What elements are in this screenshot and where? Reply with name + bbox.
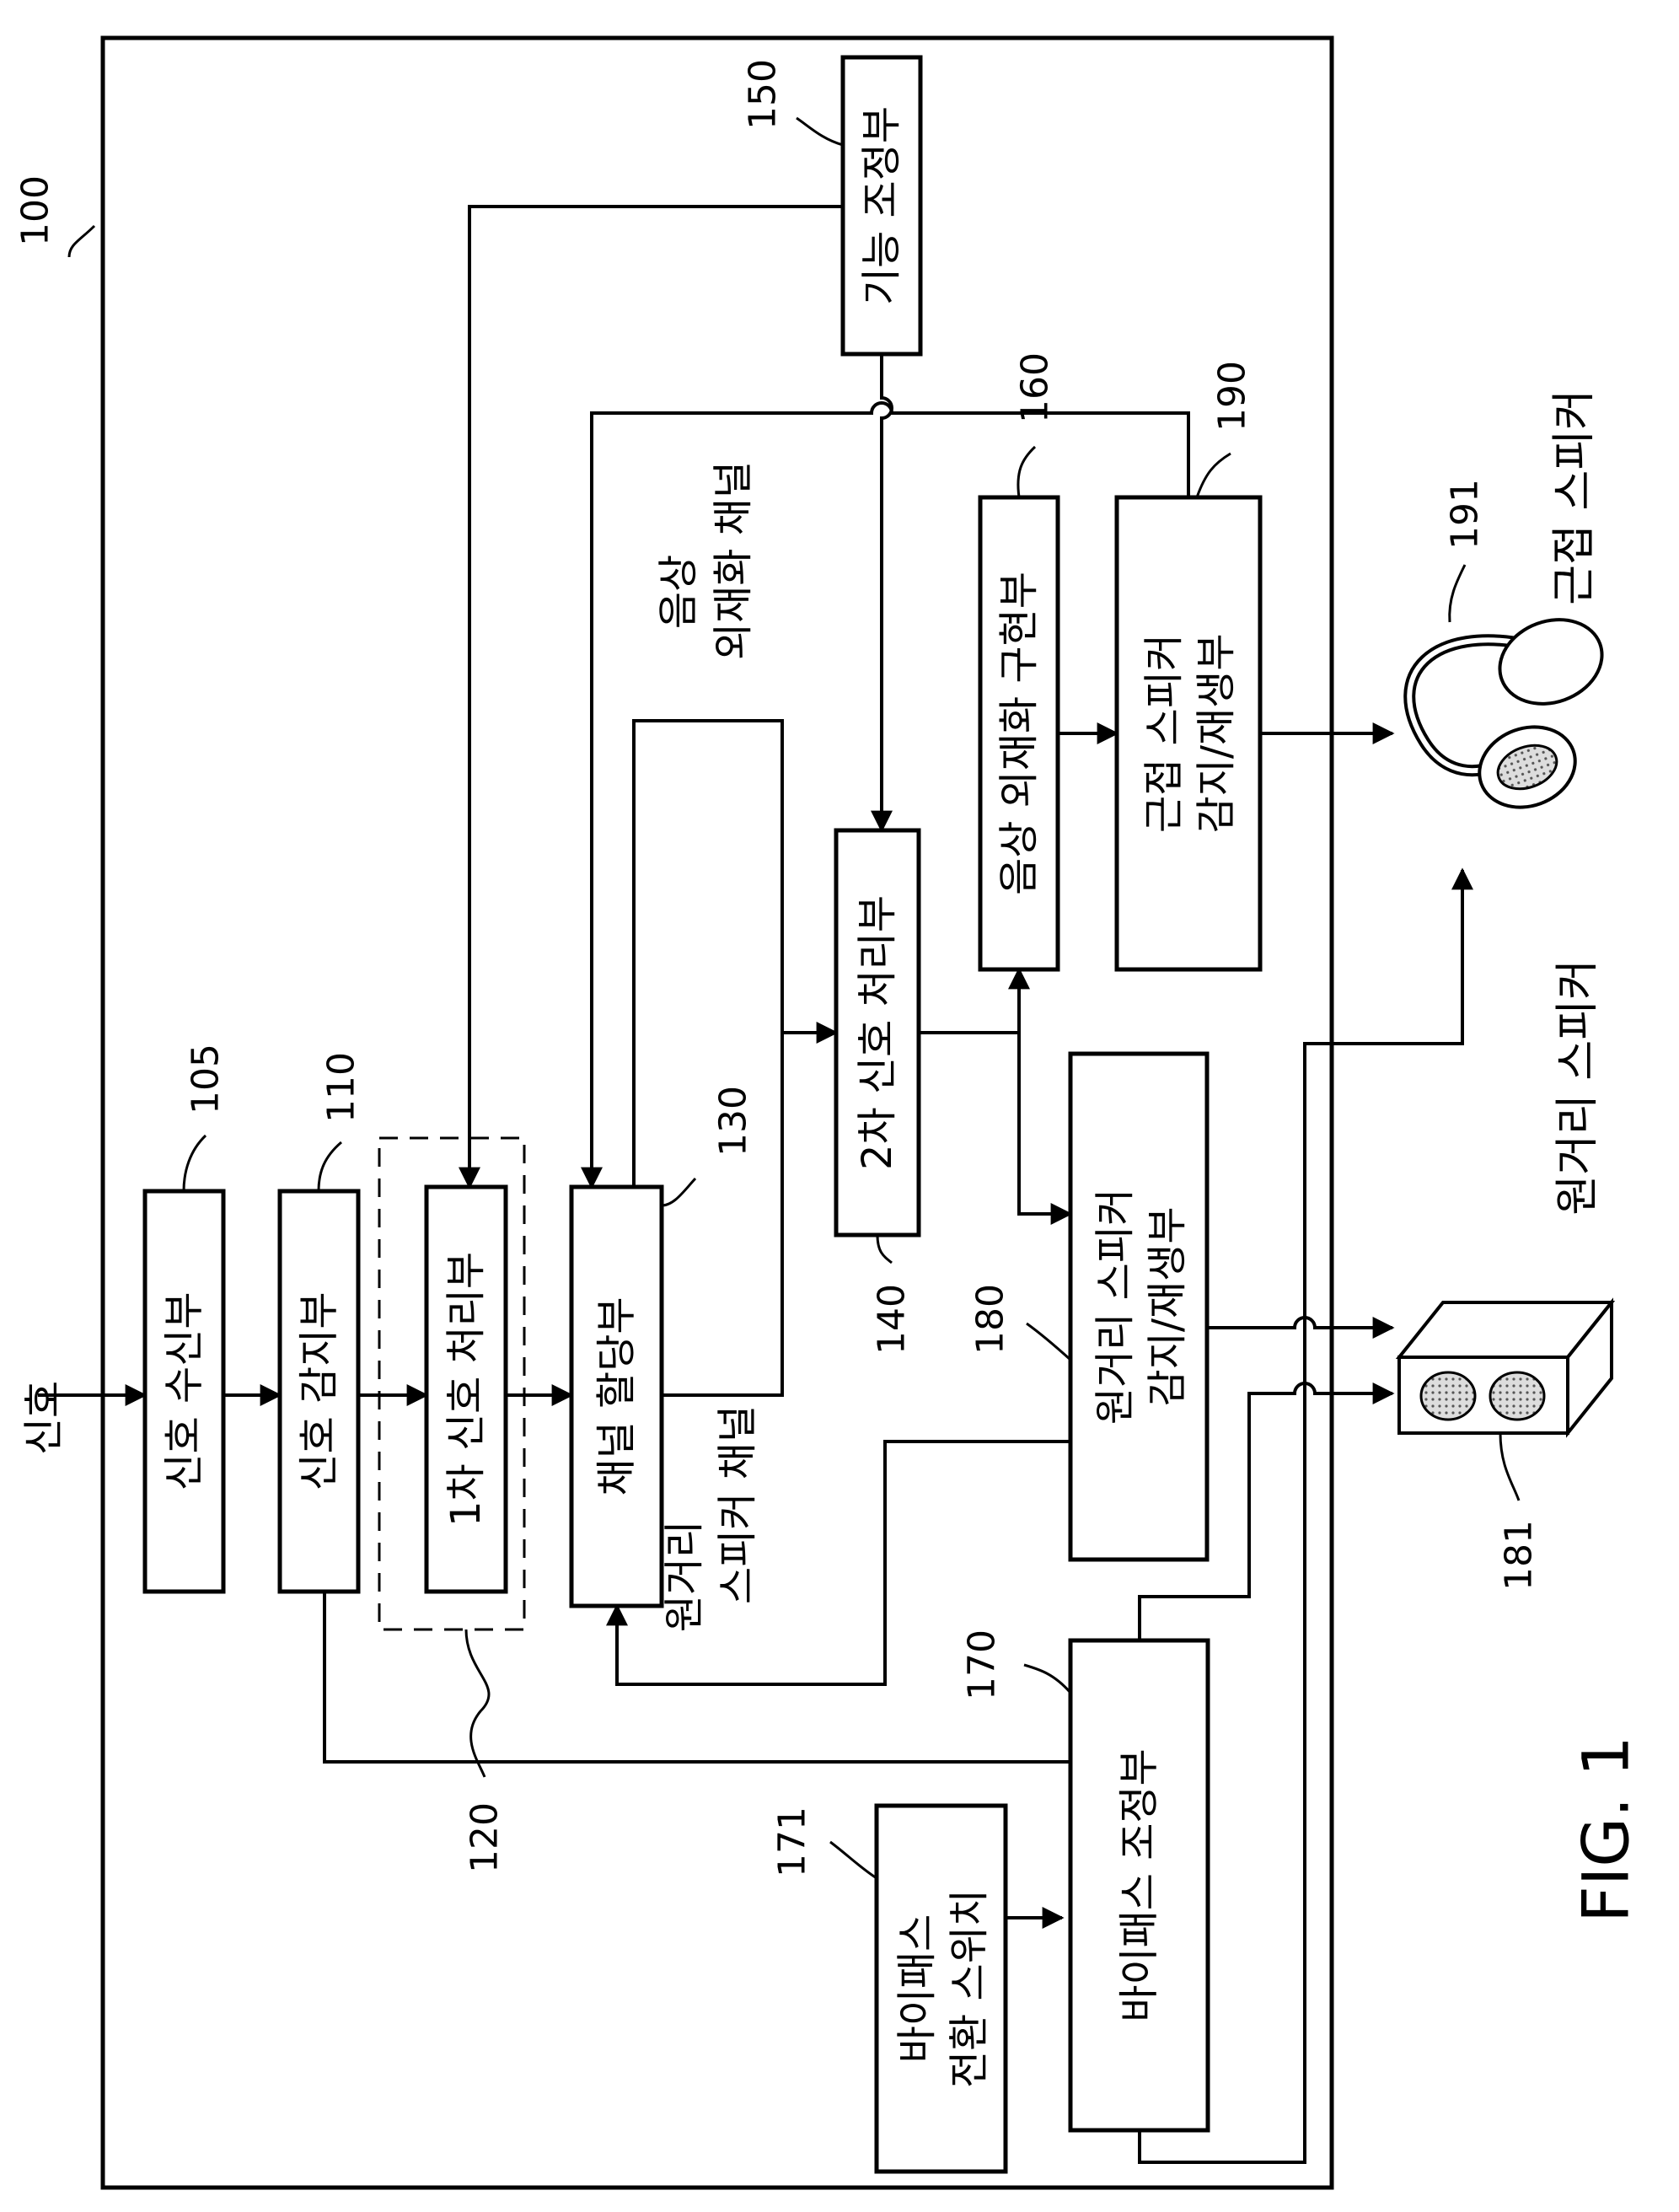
- ref-130: 130: [712, 1086, 755, 1157]
- ref-leaders: [69, 118, 1519, 1878]
- block-function-adjuster: 기능 조정부: [843, 57, 920, 354]
- near-speaker-label: 근접 스피커: [1549, 389, 1600, 605]
- far-channel-label-2: 스피커 채널: [714, 1405, 761, 1604]
- ref-160: 160: [1014, 352, 1057, 423]
- ref-140: 140: [871, 1284, 914, 1355]
- far-speaker-label: 원거리 스피커: [1553, 959, 1603, 1216]
- ref-150: 150: [742, 59, 785, 130]
- secondary-processor-label: 2차 신호 처리부: [854, 895, 901, 1170]
- function-adjuster-label: 기능 조정부: [858, 106, 905, 305]
- ref-171: 171: [771, 1807, 814, 1877]
- bypass-switch-label-2: 전환 스위치: [946, 1889, 993, 2088]
- headphones-icon: [1409, 606, 1613, 820]
- block-bypass-adjuster: 바이패스 조정부: [1070, 1640, 1208, 2130]
- signal-detector-label: 신호 감지부: [296, 1291, 343, 1490]
- figure-label: FIG. 1: [1569, 1736, 1644, 1923]
- primary-processor-label: 1차 신호 처리부: [443, 1252, 490, 1527]
- block-channel-allocator: 채널 할당부: [571, 1187, 662, 1606]
- far-channel-label-1: 원거리: [661, 1521, 708, 1632]
- ref-120: 120: [464, 1802, 507, 1873]
- ref-191: 191: [1444, 479, 1487, 550]
- bypass-switch-label-1: 바이패스: [893, 1914, 941, 2064]
- block-secondary-processor: 2차 신호 처리부: [836, 830, 919, 1235]
- ref-181: 181: [1498, 1520, 1541, 1591]
- block-near-speaker-detector: 근접 스피커 감지/재생부: [1117, 497, 1260, 969]
- ref-190: 190: [1211, 361, 1254, 432]
- block-externalization-unit: 음상 외재화 구현부: [980, 497, 1058, 969]
- near-speaker-detector-label-2: 감지/재생부: [1193, 634, 1240, 834]
- block-bypass-switch: 바이패스 전환 스위치: [877, 1806, 1006, 2172]
- ref-100: 100: [14, 175, 57, 246]
- externalization-channel-label-2: 외재화 채널: [710, 461, 757, 660]
- block-primary-processor: 1차 신호 처리부: [426, 1187, 506, 1592]
- channel-allocator-label: 채널 할당부: [593, 1297, 641, 1495]
- externalization-unit-label: 음상 외재화 구현부: [995, 572, 1043, 895]
- ref-110: 110: [320, 1052, 363, 1123]
- externalization-channel-label-1: 음상: [655, 555, 702, 629]
- input-signal-label: 신호: [20, 1381, 67, 1455]
- block-far-speaker-detector: 원거리 스피커 감지/재생부: [1070, 1054, 1207, 1560]
- ref-105: 105: [185, 1044, 228, 1114]
- far-speaker-detector-label-2: 감지/재생부: [1144, 1207, 1191, 1407]
- block-signal-detector: 신호 감지부: [280, 1191, 358, 1592]
- near-speaker-detector-label-1: 근접 스피커: [1140, 634, 1188, 833]
- bypass-adjuster-label: 바이패스 조정부: [1116, 1748, 1163, 2021]
- ref-170: 170: [961, 1629, 1004, 1700]
- signal-receiver-label: 신호 수신부: [161, 1291, 208, 1490]
- ref-180: 180: [969, 1284, 1012, 1355]
- speaker-box-icon: [1399, 1302, 1612, 1433]
- far-speaker-detector-label-1: 원거리 스피커: [1092, 1189, 1139, 1425]
- block-signal-receiver: 신호 수신부: [145, 1191, 223, 1592]
